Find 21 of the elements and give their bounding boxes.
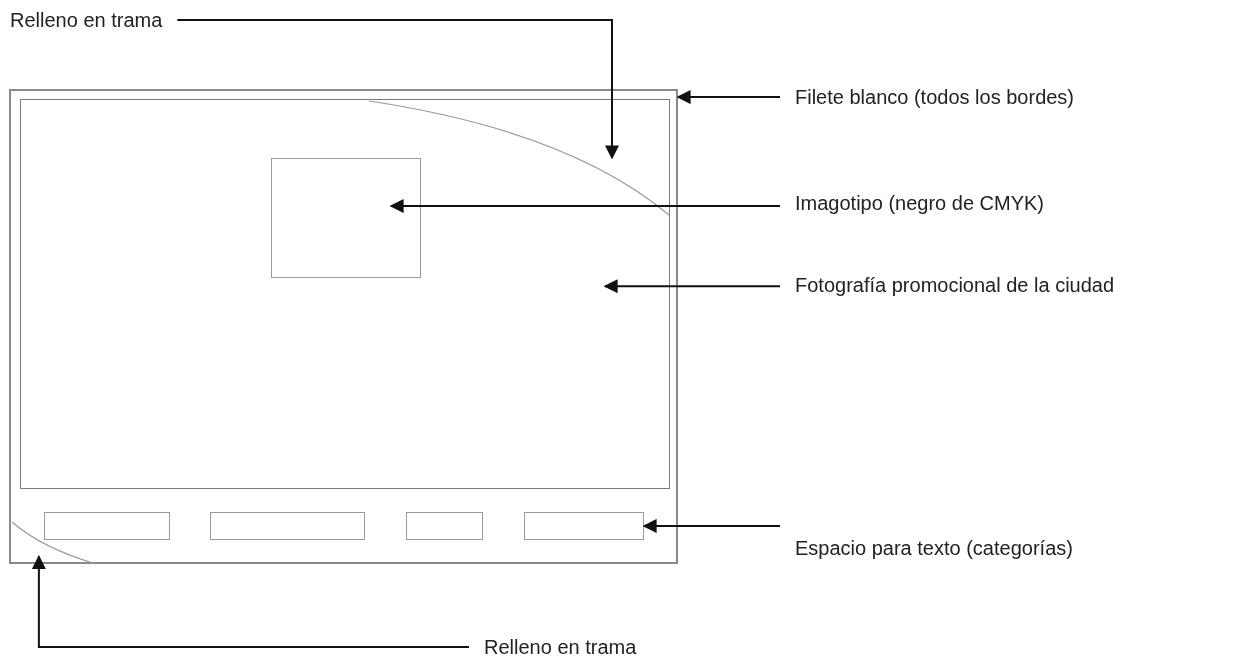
- photo-area: [20, 99, 670, 489]
- callout-label: Espacio para texto (categorías): [795, 536, 1073, 560]
- leader-line: [676, 90, 781, 105]
- callout-label: Relleno en trama: [10, 8, 163, 32]
- leader-line: [642, 519, 781, 533]
- text-placeholder: [406, 512, 483, 540]
- callout-label: Relleno en trama: [484, 635, 637, 658]
- text-placeholder: [210, 512, 365, 540]
- card-frame: [9, 89, 678, 564]
- callout-label: Filete blanco (todos los bordes): [795, 85, 1075, 109]
- leader-line: [389, 199, 781, 213]
- text-placeholder: [524, 512, 644, 540]
- leader-line: [176, 19, 619, 160]
- corner-curve: [12, 522, 96, 564]
- leader-line: [31, 555, 470, 648]
- text-placeholder: [44, 512, 170, 540]
- corner-curve: [369, 101, 669, 215]
- placeholder-frame: [271, 158, 421, 278]
- callout-label: Imagotipo (negro de CMYK): [795, 191, 1044, 215]
- leader-line: [603, 279, 781, 294]
- callout-label: Fotografía promocional de la ciudad: [795, 273, 1115, 297]
